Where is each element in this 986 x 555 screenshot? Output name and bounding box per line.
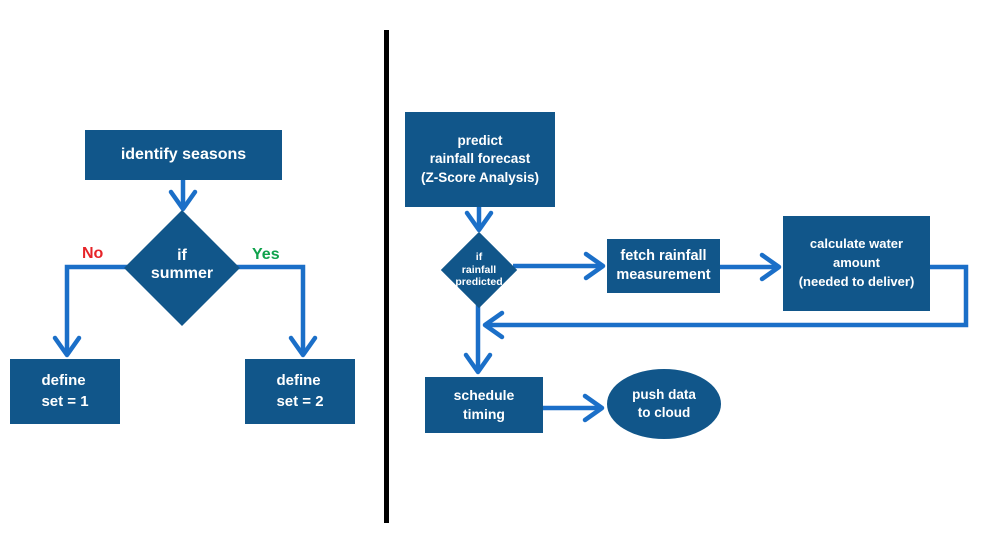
branch-label-yes: Yes [252, 246, 280, 263]
arrow-ifsummer-yes-to-set2 [236, 264, 318, 358]
node-if-rainfall: if rainfall predicted [444, 245, 514, 295]
predict-line2: rainfall forecast [429, 151, 531, 167]
predict-line1: predict [457, 133, 503, 149]
node-calculate-water: calculate water amount (needed to delive… [783, 216, 930, 311]
define-set-2-line1: define [276, 372, 321, 390]
if-rainfall-line2: rainfall [461, 263, 497, 276]
if-summer-line2: summer [150, 265, 214, 282]
predict-line3: (Z-Score Analysis) [420, 169, 540, 185]
calculate-line2: amount [833, 255, 880, 271]
node-schedule-timing: schedule timing [425, 377, 543, 433]
calculate-line3: (needed to deliver) [798, 273, 915, 289]
node-fetch-rainfall: fetch rainfall measurement [607, 239, 720, 293]
define-set-1-line2: set = 1 [41, 392, 89, 410]
node-if-summer: if summer [132, 232, 232, 298]
panel-divider [384, 30, 389, 523]
if-rainfall-line1: if [475, 251, 483, 264]
branch-label-no: No [82, 245, 104, 262]
push-line2: to cloud [637, 405, 691, 420]
schedule-line1: schedule [453, 387, 515, 404]
push-line1: push data [632, 387, 696, 403]
if-summer-line1: if [177, 247, 187, 264]
define-set-2-line2: set = 2 [276, 392, 324, 410]
node-define-set-1: define set = 1 [10, 359, 120, 424]
fetch-line1: fetch rainfall [620, 248, 707, 265]
node-predict-rainfall: predict rainfall forecast (Z-Score Analy… [405, 112, 555, 207]
fetch-line2: measurement [616, 267, 711, 283]
schedule-line2: timing [462, 406, 505, 422]
define-set-1-line1: define [41, 372, 86, 390]
calculate-line1: calculate water [809, 236, 904, 252]
node-push-data: push data to cloud [607, 369, 721, 439]
node-define-set-2: define set = 2 [245, 359, 355, 424]
if-rainfall-line3: predicted [455, 276, 503, 289]
node-identify-seasons-label: identify seasons [120, 146, 247, 163]
arrow-ifsummer-no-to-set1 [52, 264, 130, 358]
node-identify-seasons: identify seasons [85, 130, 282, 180]
